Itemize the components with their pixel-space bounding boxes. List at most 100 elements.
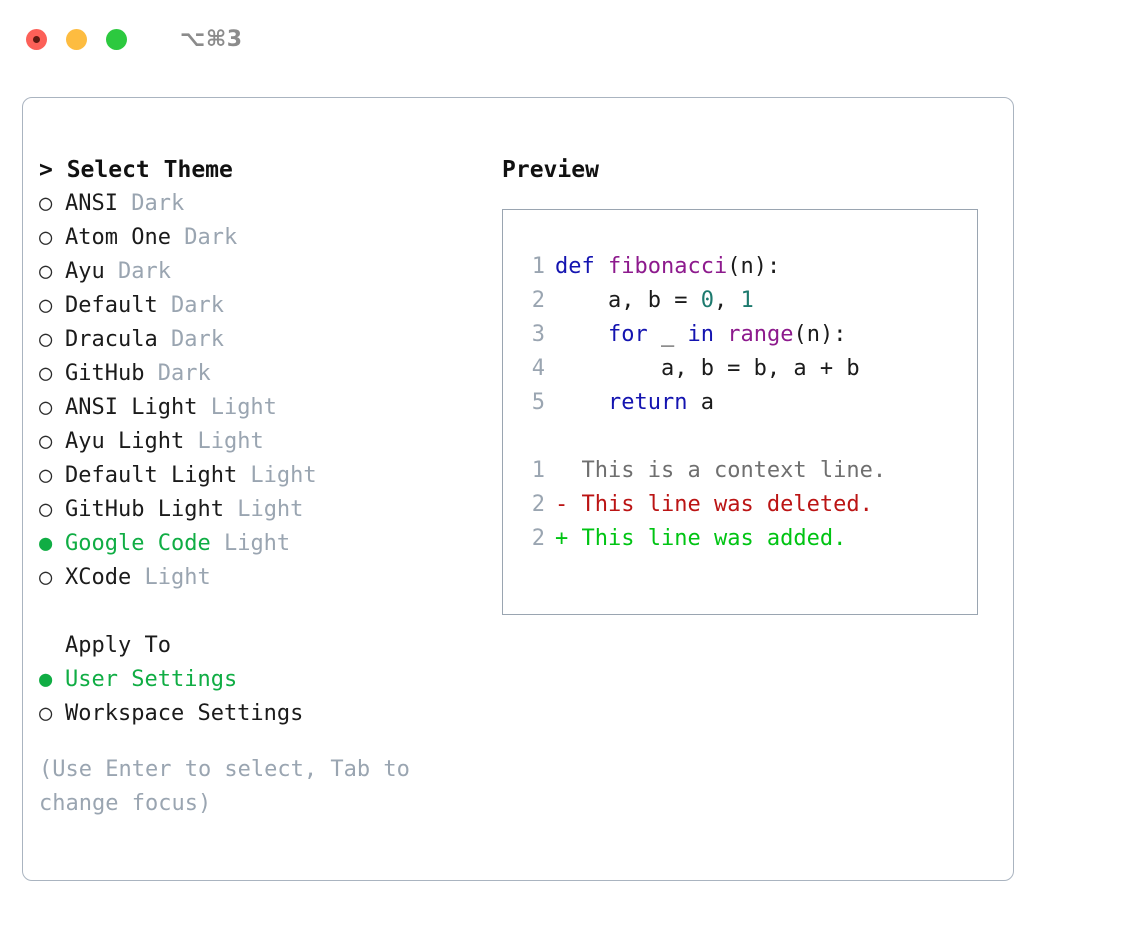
- diff-sample: 1 This is a context line.2- This line wa…: [503, 454, 977, 556]
- diff-line: 1 This is a context line.: [503, 454, 977, 488]
- code-token: range: [727, 322, 794, 347]
- line-number: 1: [531, 458, 545, 483]
- line-number: 1: [531, 254, 545, 279]
- theme-option-default[interactable]: ○ Default Dark: [39, 289, 489, 323]
- diff-marker: [555, 458, 582, 483]
- apply-to-option-workspace-settings[interactable]: ○Workspace Settings: [39, 697, 489, 731]
- radio-unselected-icon: ○: [39, 191, 53, 216]
- theme-option-variant: Dark: [170, 225, 238, 250]
- diff-marker: -: [555, 492, 582, 517]
- theme-option-label: Atom One: [65, 225, 171, 250]
- theme-option-label: Default Light: [65, 463, 238, 488]
- theme-list: ○ANSI Dark○Atom One Dark○Ayu Dark○Defaul…: [39, 187, 489, 595]
- code-token: ,: [713, 288, 741, 313]
- code-line: 2 a, b = 0, 1: [503, 284, 977, 318]
- list-spacer: [39, 595, 489, 629]
- code-diff-gap: [503, 420, 977, 454]
- theme-option-variant: Light: [131, 565, 211, 590]
- code-token: a, b = b, a + b: [555, 356, 860, 381]
- diff-text: This line was deleted.: [581, 492, 873, 517]
- theme-option-dracula[interactable]: ○ Dracula Dark: [39, 323, 489, 357]
- theme-picker-column: > Select Theme ○ANSI Dark○Atom One Dark○…: [39, 153, 489, 821]
- code-line: 3 for _ in range(n):: [503, 318, 977, 352]
- select-theme-header: > Select Theme: [39, 157, 233, 183]
- radio-unselected-icon: ○: [39, 429, 53, 454]
- radio-unselected-icon: ○: [39, 497, 53, 522]
- theme-option-variant: Dark: [117, 191, 185, 216]
- radio-unselected-icon: ○: [39, 225, 53, 250]
- radio-unselected-icon: ○: [39, 293, 53, 318]
- apply-to-header: Apply To: [65, 633, 171, 658]
- theme-option-label: Ayu: [65, 259, 105, 284]
- code-token: for: [607, 322, 648, 347]
- close-button[interactable]: [26, 28, 47, 50]
- code-token: [555, 322, 608, 347]
- code-line: 5 return a: [503, 386, 977, 420]
- theme-option-label: Google Code: [65, 531, 211, 556]
- theme-option-label: Dracula: [65, 327, 158, 352]
- theme-option-variant: Light: [223, 497, 304, 522]
- line-number: 5: [531, 390, 545, 415]
- theme-option-variant: Dark: [144, 361, 211, 386]
- code-token: _: [647, 322, 688, 347]
- radio-unselected-icon: ○: [39, 259, 53, 284]
- shortcut-label: ⌥⌘3: [180, 26, 243, 52]
- diff-text: This line was added.: [581, 526, 847, 551]
- theme-option-variant: Light: [197, 395, 277, 420]
- theme-option-xcode[interactable]: ○XCode Light: [39, 561, 489, 595]
- theme-option-github-light[interactable]: ○ GitHub Light Light: [39, 493, 489, 527]
- code-token: in: [687, 322, 714, 347]
- theme-option-label: ANSI Light: [65, 395, 198, 420]
- theme-option-atom-one[interactable]: ○ Atom One Dark: [39, 221, 489, 255]
- diff-marker: +: [555, 526, 582, 551]
- theme-option-label: XCode: [65, 565, 132, 590]
- diff-line: 2 + This line was added.: [503, 522, 977, 556]
- code-token: (n):: [727, 254, 781, 279]
- theme-option-variant: Light: [237, 463, 317, 488]
- code-token: a: [687, 390, 714, 415]
- theme-option-default-light[interactable]: ○ Default Light Light: [39, 459, 489, 493]
- code-token: def: [555, 254, 608, 279]
- diff-line: 2- This line was deleted.: [503, 488, 977, 522]
- radio-unselected-icon: ○: [39, 327, 53, 352]
- code-token: 1: [740, 288, 754, 313]
- title-bar: ⌥⌘3: [0, 0, 1140, 78]
- theme-option-ayu[interactable]: ○Ayu Dark: [39, 255, 489, 289]
- radio-unselected-icon: ○: [39, 463, 53, 488]
- diff-text: This is a context line.: [581, 458, 887, 483]
- apply-to-option-user-settings[interactable]: ●User Settings: [39, 663, 489, 697]
- theme-option-ansi[interactable]: ○ANSI Dark: [39, 187, 489, 221]
- line-number: 4: [531, 356, 545, 381]
- code-token: [555, 390, 608, 415]
- code-line: 4 a, b = b, a + b: [503, 352, 977, 386]
- theme-option-label: Ayu Light: [65, 429, 185, 454]
- maximize-button[interactable]: [106, 28, 127, 50]
- radio-unselected-icon: ○: [39, 361, 53, 386]
- main-panel: > Select Theme ○ANSI Dark○Atom One Dark○…: [22, 97, 1014, 881]
- apply-to-option-label: User Settings: [65, 667, 238, 692]
- code-token: 0: [700, 288, 714, 313]
- preview-title: Preview: [502, 157, 599, 183]
- minimize-button[interactable]: [66, 28, 87, 50]
- theme-option-variant: Dark: [157, 327, 224, 352]
- code-token: a, b =: [555, 288, 701, 313]
- line-number: 2: [531, 526, 545, 551]
- line-number: 2: [531, 288, 545, 313]
- theme-option-label: GitHub: [65, 361, 145, 386]
- apply-to-list: ●User Settings○Workspace Settings: [39, 663, 489, 731]
- theme-option-variant: Light: [210, 531, 291, 556]
- radio-unselected-icon: ○: [39, 701, 53, 726]
- theme-option-ansi-light[interactable]: ○ANSI Light Light: [39, 391, 489, 425]
- code-token: (n):: [793, 322, 847, 347]
- keyboard-hint: (Use Enter to select, Tab to change focu…: [39, 757, 424, 816]
- theme-option-ayu-light[interactable]: ○Ayu Light Light: [39, 425, 489, 459]
- theme-option-github[interactable]: ○ GitHub Dark: [39, 357, 489, 391]
- theme-option-label: GitHub Light: [65, 497, 224, 522]
- theme-option-label: Default: [65, 293, 158, 318]
- theme-option-google-code[interactable]: ●Google Code Light: [39, 527, 489, 561]
- theme-option-variant: Dark: [157, 293, 224, 318]
